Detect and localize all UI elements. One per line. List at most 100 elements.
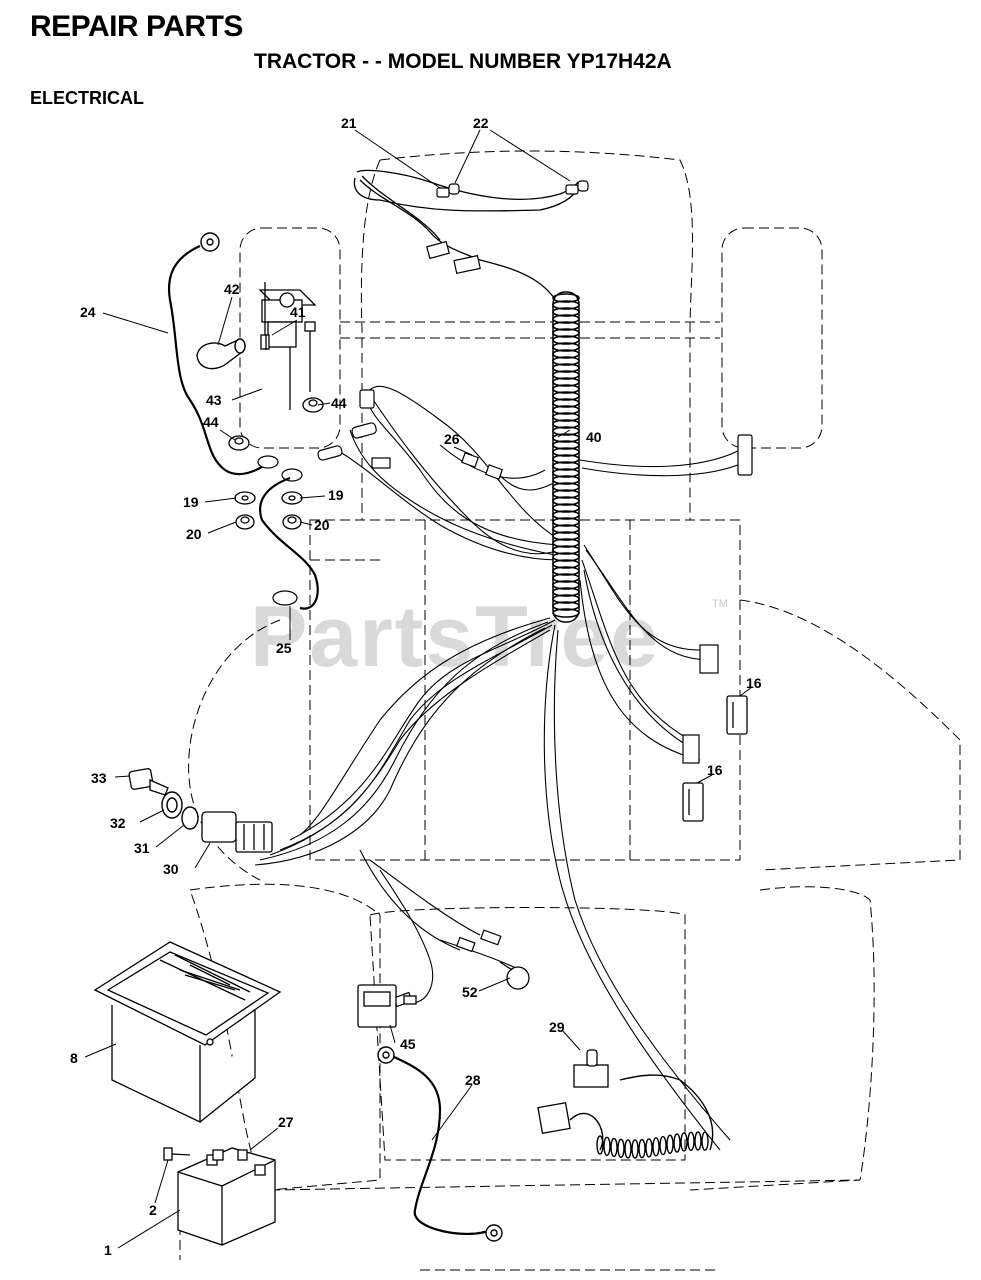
wires-main [254,617,731,1151]
coil-ring [552,531,580,541]
leader-lines [84,129,753,1249]
coil-ring [552,412,580,422]
wires-upper [339,385,561,561]
nuts-44 [228,397,324,451]
bulb-22-left [436,183,460,198]
coil-ring [552,475,580,485]
nut-32 [161,791,183,819]
cable-24 [167,244,276,476]
callout-1: 1 [104,1242,112,1258]
coil-ring [552,587,580,597]
callout-32: 32 [110,815,126,831]
coil-ring [552,573,580,583]
connector-pair [426,240,481,275]
callout-2: 2 [149,1202,157,1218]
coil-ring [552,321,580,331]
coil-ring [552,377,580,387]
callout-19-right: 19 [328,487,344,503]
battery-1 [177,1147,276,1246]
coil-cord-ring [652,1137,660,1157]
coil-ring [552,545,580,555]
coil-ring [552,552,580,562]
model-subtitle: TRACTOR - - MODEL NUMBER YP17H42A [254,50,672,73]
coil-cord-ring [673,1133,681,1153]
callout-43: 43 [206,392,222,408]
ring-terminals-28 [377,1046,503,1242]
coil-ring [552,426,580,436]
coil-ring [552,314,580,324]
coil-ring [552,580,580,590]
callout-24: 24 [80,304,96,320]
coil-ring [552,608,580,618]
callout-42: 42 [224,281,240,297]
coil-ring [552,454,580,464]
cable-28 [389,1054,491,1236]
coil-ring [552,398,580,408]
coil-cord-ring [617,1138,625,1159]
washers-19 [234,491,303,505]
boot-42 [196,338,246,370]
coil-ring [552,496,580,506]
coil-cord-ring [645,1138,653,1158]
cable-25 [259,476,319,610]
screws-41 [260,321,316,350]
coil-ring [552,405,580,415]
callout-44-left: 44 [203,414,219,430]
callout-16-lower: 16 [707,762,723,778]
coil-ring [552,489,580,499]
callout-31: 31 [134,840,150,856]
connectors-upper [317,389,504,480]
coil-ring [552,335,580,345]
coil-ring [552,447,580,457]
coil-ring [552,300,580,310]
coil-ring [552,307,580,317]
callout-16-upper: 16 [746,675,762,691]
coil-ring [552,370,580,380]
coil-cord-ring [680,1132,688,1152]
callout-44-right: 44 [331,395,347,411]
coil-ring [552,433,580,443]
switch-16a [726,695,748,735]
coil-ring [552,503,580,513]
section-heading: ELECTRICAL [30,88,144,108]
coil-ring [552,468,580,478]
watermark-tm: TM [712,598,728,610]
coil-cord-ring [603,1136,611,1157]
wires-right [579,449,746,761]
key-33 [128,768,169,796]
coil-ring [552,349,580,359]
coil-cord-ring [687,1131,695,1151]
sensor-52 [499,961,530,990]
callout-26: 26 [444,431,460,447]
coil-rings [552,293,580,618]
ring-terminal-24 [200,232,220,252]
coil-cord-rings [596,1131,709,1159]
callout-52: 52 [462,984,478,1000]
switch-16b [682,782,704,822]
coil-cord-ring [610,1137,618,1158]
bulb-22-right [565,180,589,195]
bolts-2-27 [163,1147,248,1161]
coil-ring [552,594,580,604]
coil-cord [569,1074,714,1151]
callout-labels: 21 22 24 42 41 43 44 44 26 40 19 19 20 2… [70,115,762,1258]
coil-cord-ring [631,1139,639,1159]
battery-box-8 [93,941,282,1124]
callout-30: 30 [163,861,179,877]
nuts-20 [235,514,302,530]
coil-cord-ring [666,1134,674,1154]
coil-ring [552,440,580,450]
ignition-switch-30 [201,811,273,853]
connector-right [682,434,753,764]
coil-cord-ring [659,1135,667,1156]
hourmeter-45 [357,984,417,1028]
coil-ring [552,524,580,534]
headlight-harness [353,169,581,390]
coil-ring [552,538,580,548]
coil-cord-ring [701,1131,709,1151]
coil-ring [552,384,580,394]
callout-25: 25 [276,640,292,656]
coil-ring [552,363,580,373]
coil-ring [552,419,580,429]
callout-27: 27 [278,1114,294,1130]
